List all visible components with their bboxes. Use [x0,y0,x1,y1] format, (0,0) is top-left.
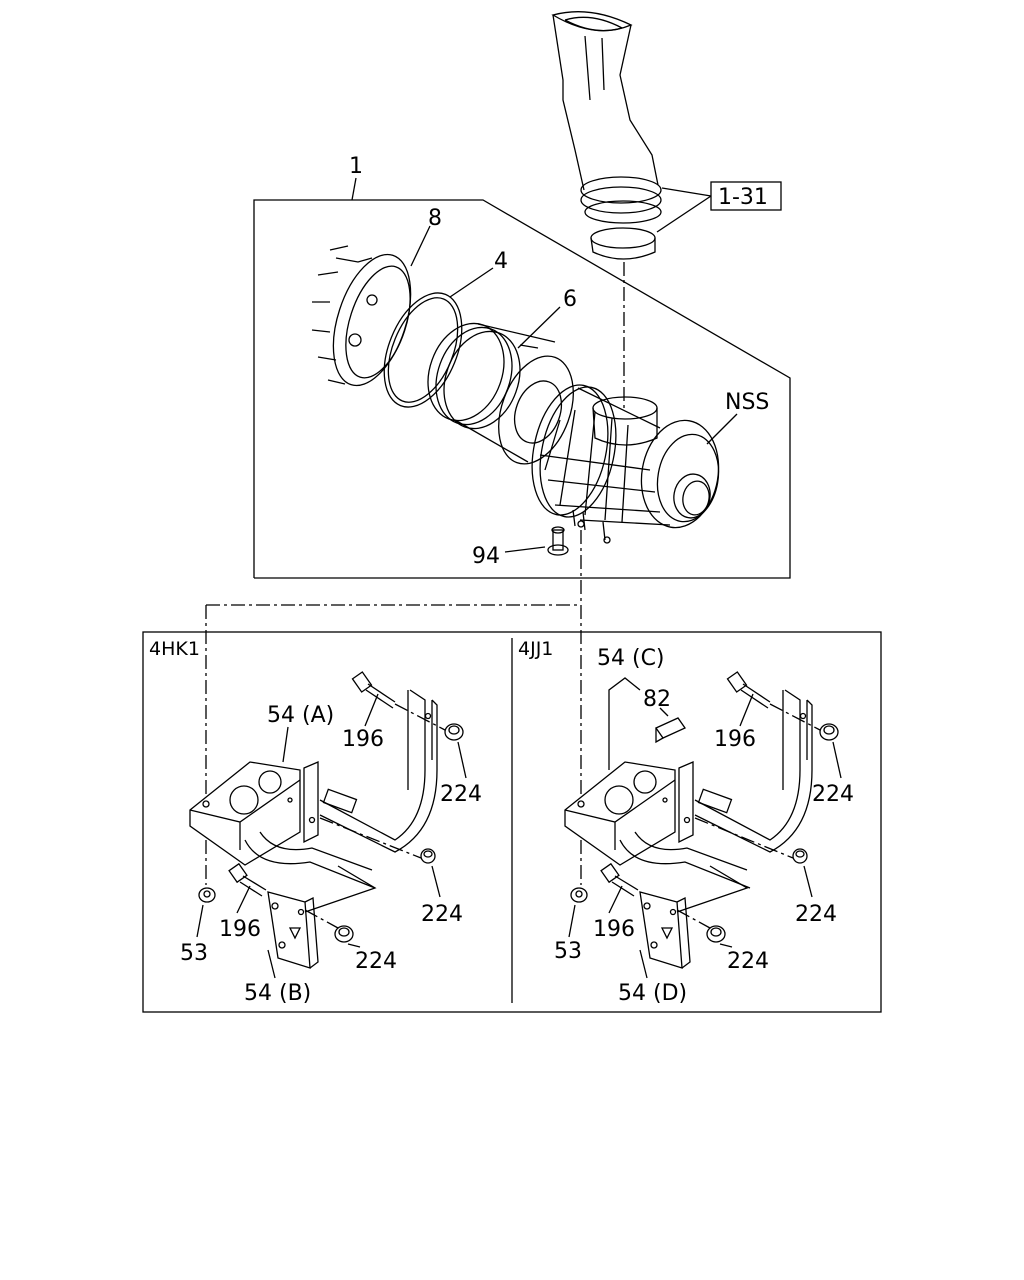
bolt-low-callout: 196 [593,917,635,942]
duct-clamp [590,227,656,260]
assembly-callout: 1 [349,154,363,179]
flange-nut-bottom [706,925,726,943]
main-bracket-callout: 54 (C) [597,646,665,671]
ref-box-text: 1-31 [718,185,768,210]
vacuator-valve [547,526,569,556]
ring-callout: 4 [494,249,508,274]
flange-nut-mid [792,848,808,864]
nut-mid-callout: 224 [421,902,463,927]
washer-callout: 53 [554,939,582,964]
element-leader [517,306,561,349]
main-bracket-callout: 54 (A) [267,703,334,728]
panel-4hk1: 4HK1 54 (A) 196 [149,638,482,1006]
nut-top-callout: 224 [812,782,854,807]
panel-4jj1: 4JJ1 54 (C) 82 [518,638,854,1006]
air-cleaner-cap [311,245,412,387]
flange-bolt-top [726,671,771,709]
air-cleaner-assembly: 1 1-31 [253,11,791,579]
filter-element [427,322,574,465]
flange-nut-top [444,723,464,741]
assembly-frame [253,199,791,579]
engine-label: 4HK1 [149,638,200,660]
nut-mid-callout: 224 [795,902,837,927]
flange-bolt-low [600,862,639,897]
assembly-leader [351,177,357,201]
spacer-callout: 82 [643,687,671,712]
air-intake-duct [551,11,662,224]
engine-label: 4JJ1 [518,638,553,660]
flange-bolt-top [351,671,396,709]
bolt-top-axis [394,703,446,731]
small-bracket [267,891,319,969]
element-callout: 6 [563,287,577,312]
small-bracket-callout: 54 (B) [244,981,311,1006]
nut-top-callout: 224 [440,782,482,807]
cap-callout: 8 [428,206,442,231]
mounting-centerlines [205,530,582,800]
air-cleaner-housing [531,384,720,544]
housing-callout: NSS [725,390,769,415]
small-bracket-callout: 54 (D) [618,981,687,1006]
flange-nut-mid [420,848,436,864]
housing-leader [706,413,738,445]
small-bracket [639,891,691,969]
bolt-low-callout: 196 [219,917,261,942]
washer-callout: 53 [180,941,208,966]
flange-nut-top [819,723,839,741]
flange-bolt-low [228,862,267,897]
washer [198,887,216,903]
main-bracket [564,689,813,889]
bolt-top-callout: 196 [342,727,384,752]
nut-bottom-callout: 224 [727,949,769,974]
o-ring [383,292,463,408]
spacer [655,717,686,744]
flange-nut-bottom [334,925,354,943]
bracket-panels-frame [142,631,882,1013]
cap-leader [410,225,431,267]
valve-leader [504,546,546,553]
washer [570,887,588,903]
nut-bottom-callout: 224 [355,949,397,974]
bolt-top-callout: 196 [714,727,756,752]
ring-leader [449,267,494,298]
valve-callout: 94 [472,544,500,569]
